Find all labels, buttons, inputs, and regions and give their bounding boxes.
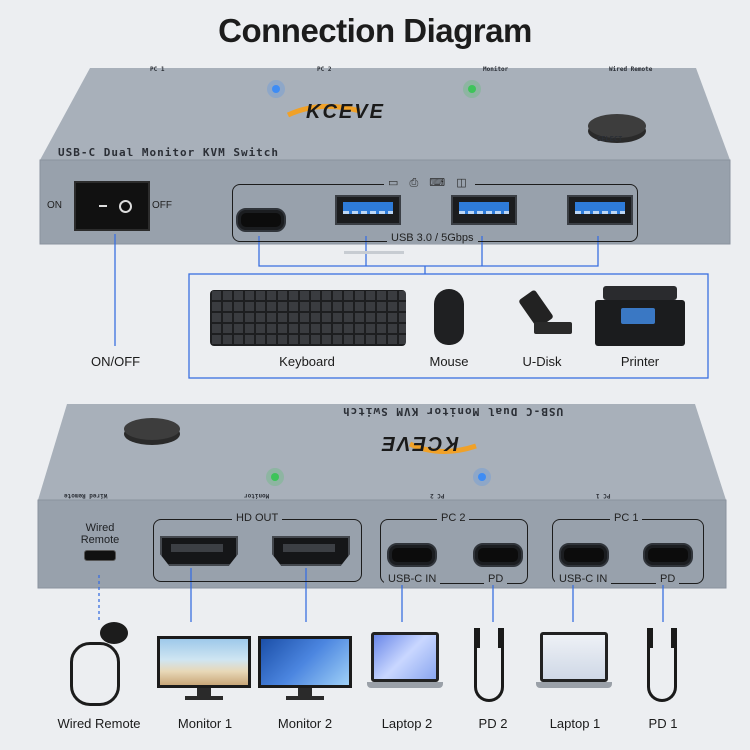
pd-2-cable-icon: [470, 628, 510, 706]
keyboard-icon: [210, 290, 406, 346]
product-label-mirrored: USB-C Dual Monitor KVM Switch: [342, 405, 564, 418]
wired-remote-port[interactable]: [84, 550, 116, 561]
wired-remote-label: Wired Remote: [57, 716, 141, 731]
pc2-usbc-in-label: USB-C IN: [384, 573, 441, 585]
monitor-2-label: Monitor 2: [277, 716, 333, 731]
pc1-usbc-in-label: USB-C IN: [555, 573, 612, 585]
on-label: ON: [47, 200, 62, 211]
rear-label-monitor: Monitor: [483, 66, 509, 73]
usb-c-port[interactable]: [236, 208, 286, 232]
pc1-usbc-in-port[interactable]: [559, 543, 609, 567]
rear-label-pc2: PC 2: [317, 66, 332, 73]
hdmi-port-2[interactable]: [272, 536, 350, 566]
monitor-1-icon: [157, 636, 251, 702]
monitor-2-icon: [258, 636, 352, 702]
usb-a-port-3[interactable]: [567, 195, 633, 225]
rear-label-wired-remote: Wired Remote: [609, 66, 653, 73]
wired-remote-port-label: Wired Remote: [80, 522, 120, 546]
pc2-pd-label: PD: [484, 573, 508, 585]
keyboard-label: Keyboard: [279, 354, 335, 369]
hd-out-label: HD OUT: [232, 512, 283, 524]
usb-speed-caption: USB 3.0 / 5Gbps: [387, 232, 478, 244]
onoff-label: ON/OFF: [91, 354, 141, 369]
laptop-2-label: Laptop 2: [381, 716, 433, 731]
accent-bar: [344, 251, 404, 254]
switch-circle: [119, 200, 132, 213]
select-label: SELECT: [597, 135, 623, 143]
pd-2-label: PD 2: [478, 716, 508, 731]
mouse-label: Mouse: [429, 354, 469, 369]
product-label: USB-C Dual Monitor KVM Switch: [58, 146, 280, 159]
pd-1-cable-icon: [643, 628, 683, 706]
switch-dash: [99, 205, 107, 207]
rear-label-pc1-mirrored: PC 1: [596, 492, 611, 499]
brand-logo-mirrored: KCEVE: [380, 432, 459, 454]
usb-device-icons: ▭ ⎙ ⌨ ◫: [384, 176, 475, 190]
pc1-pd-port[interactable]: [643, 543, 693, 567]
laptop-2-icon: [367, 632, 443, 704]
udisk-icon: [518, 289, 576, 334]
usb-a-port-1[interactable]: [335, 195, 401, 225]
udisk-label: U-Disk: [522, 354, 562, 369]
power-switch[interactable]: [74, 181, 150, 231]
monitor-1-label: Monitor 1: [177, 716, 233, 731]
printer-label: Printer: [620, 354, 660, 369]
printer-icon: [595, 286, 685, 348]
page-title: Connection Diagram: [218, 12, 532, 49]
mouse-icon: [434, 289, 464, 345]
usb-a-port-2[interactable]: [451, 195, 517, 225]
brand-logo: KCEVE: [306, 101, 385, 123]
off-label: OFF: [152, 200, 172, 211]
rear-label-pc2-mirrored: PC 2: [430, 492, 445, 499]
wired-remote-icon: [66, 620, 130, 706]
laptop-1-label: Laptop 1: [549, 716, 601, 731]
rear-label-wired-remote-mirrored: Wired Remote: [64, 492, 108, 499]
pc1-label: PC 1: [610, 512, 643, 524]
rear-label-pc1: PC 1: [150, 66, 165, 73]
laptop-1-icon: [536, 632, 612, 704]
pc2-label: PC 2: [437, 512, 470, 524]
pc2-usbc-in-port[interactable]: [387, 543, 437, 567]
pc2-pd-port[interactable]: [473, 543, 523, 567]
pc1-pd-label: PD: [656, 573, 680, 585]
hdmi-port-1[interactable]: [160, 536, 238, 566]
rear-label-monitor-mirrored: Monitor: [244, 492, 270, 499]
pd-1-label: PD 1: [648, 716, 678, 731]
